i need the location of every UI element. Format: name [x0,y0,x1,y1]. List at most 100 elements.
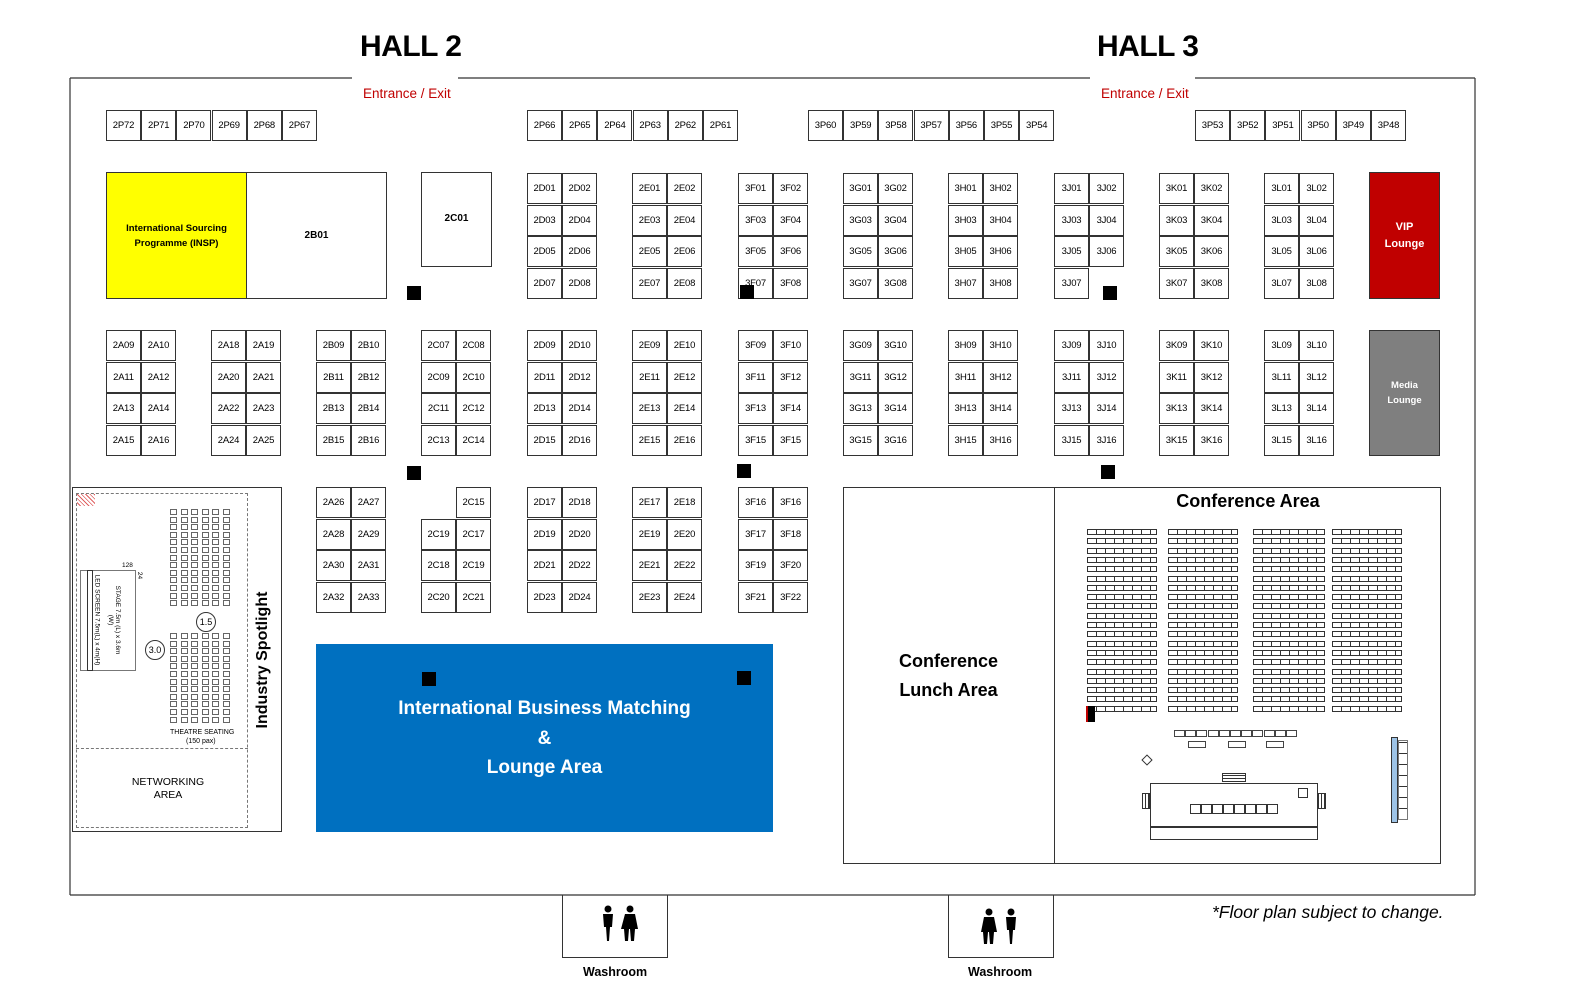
booth[interactable]: 3F15 [738,424,773,456]
booth[interactable]: 2A20 [211,361,246,393]
booth[interactable]: 3G09 [843,330,878,361]
booth[interactable]: 3F16 [773,487,808,518]
booth[interactable]: 2D13 [527,393,562,425]
booth[interactable]: 3P52 [1230,110,1266,141]
booth[interactable]: 3L14 [1299,393,1334,425]
booth[interactable]: 3J02 [1089,173,1124,204]
booth[interactable]: 2E20 [667,518,702,550]
booth[interactable]: 3J04 [1089,204,1124,236]
booth[interactable]: 3P56 [948,110,984,141]
booth[interactable]: 2C09 [421,361,456,393]
booth[interactable]: 2C17 [456,518,491,550]
booth[interactable]: 3H01 [948,173,983,204]
booth[interactable]: 2E09 [632,330,667,361]
booth[interactable]: 3F09 [738,330,773,361]
business-matching-area[interactable]: International Business Matching & Lounge… [316,644,773,832]
booth[interactable]: 3H05 [948,236,983,268]
booth[interactable]: 3F10 [773,330,808,361]
booth[interactable]: 3F12 [773,361,808,393]
booth[interactable]: 2C20 [421,581,456,613]
booth[interactable]: 3G03 [843,204,878,236]
booth[interactable]: 3F14 [773,393,808,425]
booth[interactable]: 2D21 [527,550,562,582]
booth[interactable]: 3J05 [1054,236,1089,268]
booth[interactable]: 3K11 [1159,361,1194,393]
booth[interactable]: 2C19 [421,518,456,550]
booth[interactable]: 2E16 [667,424,702,456]
booth[interactable]: 2A33 [351,581,386,613]
booth[interactable]: 3F19 [738,550,773,582]
insp-area[interactable]: International Sourcing Programme (INSP) [106,172,247,299]
booth[interactable]: 2B10 [351,330,386,361]
booth-2c01[interactable]: 2C01 [421,172,492,267]
booth[interactable]: 3F05 [738,236,773,268]
booth[interactable]: 2P63 [632,110,668,141]
booth[interactable]: 3H11 [948,361,983,393]
booth[interactable]: 3L02 [1299,173,1334,204]
booth[interactable]: 2B11 [316,361,351,393]
booth[interactable]: 3H02 [983,173,1018,204]
booth[interactable]: 3G07 [843,267,878,299]
booth[interactable]: 3H14 [983,393,1018,425]
booth[interactable]: 3J12 [1089,361,1124,393]
booth[interactable]: 2E18 [667,487,702,518]
booth[interactable]: 2C18 [421,550,456,582]
booth[interactable]: 2E02 [667,173,702,204]
booth[interactable]: 3P49 [1335,110,1371,141]
booth[interactable]: 2C12 [456,393,491,425]
booth[interactable]: 2D17 [527,487,562,518]
booth[interactable]: 3F13 [738,393,773,425]
booth[interactable]: 3F02 [773,173,808,204]
booth[interactable]: 3F18 [773,518,808,550]
booth[interactable]: 2A31 [351,550,386,582]
booth[interactable]: 2A12 [141,361,176,393]
booth[interactable]: 3L10 [1299,330,1334,361]
booth[interactable]: 3K07 [1159,267,1194,299]
booth[interactable]: 3F08 [773,267,808,299]
booth[interactable]: 2D06 [562,236,597,268]
booth[interactable]: 3J09 [1054,330,1089,361]
booth[interactable]: 3H15 [948,424,983,456]
booth[interactable]: 3H07 [948,267,983,299]
booth[interactable]: 3K16 [1194,424,1229,456]
booth[interactable]: 3P48 [1371,110,1406,141]
booth[interactable]: 3J16 [1089,424,1124,456]
booth[interactable]: 2A21 [246,361,281,393]
booth[interactable]: 2E07 [632,267,667,299]
booth[interactable]: 2D03 [527,204,562,236]
booth[interactable]: 2C15 [456,487,491,518]
washroom-2[interactable] [948,895,1054,958]
booth[interactable]: 2P66 [527,110,562,141]
booth[interactable]: 2D11 [527,361,562,393]
booth[interactable]: 3F15 [773,424,808,456]
booth[interactable]: 2P70 [176,110,212,141]
booth[interactable]: 3J07 [1054,267,1089,299]
booth[interactable]: 2P69 [211,110,247,141]
booth[interactable]: 2B13 [316,393,351,425]
booth[interactable]: 3G16 [878,424,913,456]
booth[interactable]: 2P67 [282,110,317,141]
booth[interactable]: 2C11 [421,393,456,425]
booth[interactable]: 2A09 [106,330,141,361]
booth[interactable]: 2D14 [562,393,597,425]
booth[interactable]: 3K12 [1194,361,1229,393]
booth[interactable]: 3L09 [1264,330,1299,361]
booth[interactable]: 2P71 [141,110,177,141]
booth[interactable]: 3K13 [1159,393,1194,425]
booth[interactable]: 2D18 [562,487,597,518]
booth[interactable]: 2A23 [246,393,281,425]
booth[interactable]: 3P55 [984,110,1019,141]
booth[interactable]: 2A19 [246,330,281,361]
booth[interactable]: 2P68 [246,110,282,141]
booth[interactable]: 2E14 [667,393,702,425]
booth[interactable]: 2E22 [667,550,702,582]
booth[interactable]: 2C21 [456,581,491,613]
booth[interactable]: 3P53 [1195,110,1230,141]
booth[interactable]: 3F11 [738,361,773,393]
booth[interactable]: 3F07 [738,267,773,299]
booth[interactable]: 3L08 [1299,267,1334,299]
booth[interactable]: 3G10 [878,330,913,361]
vip-lounge[interactable]: VIP Lounge [1369,172,1440,299]
booth[interactable]: 2D01 [527,173,562,204]
booth[interactable]: 3G11 [843,361,878,393]
